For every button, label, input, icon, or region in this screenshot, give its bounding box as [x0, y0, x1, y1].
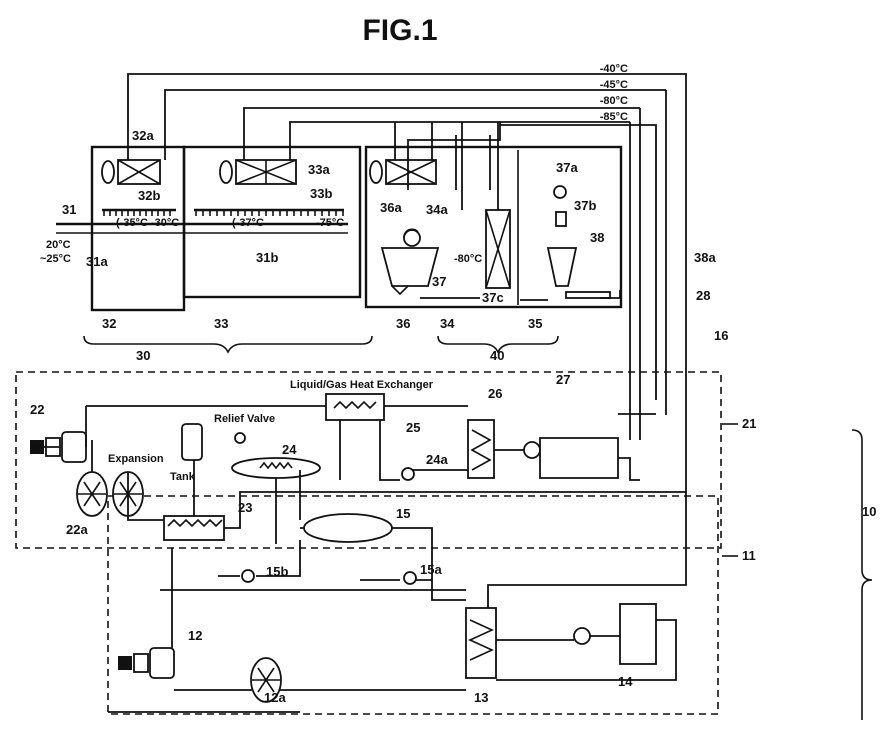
ref-31: 31 [62, 202, 76, 217]
ref-30: 30 [136, 348, 150, 363]
ref-32a: 32a [132, 128, 154, 143]
temp-zone-3: -75°C [316, 217, 344, 229]
ref-37b: 37b [574, 198, 596, 213]
ref-14: 14 [618, 674, 633, 689]
temp-zone-2: (-37°C [232, 217, 264, 229]
ref-34a: 34a [426, 202, 448, 217]
ref-37a: 37a [556, 160, 578, 175]
temp-inlet-b: ~25°C [40, 253, 71, 265]
ref-25: 25 [406, 420, 420, 435]
temp-inlet-a: 20°C [46, 239, 71, 251]
ref-15a: 15a [420, 562, 442, 577]
ref-15: 15 [396, 506, 410, 521]
ref-22: 22 [30, 402, 44, 417]
spray-nozzles-32b [102, 210, 176, 216]
column-37c [486, 210, 510, 288]
ref-32: 32 [102, 316, 116, 331]
ref-12: 12 [188, 628, 202, 643]
fan-cooler-33a [220, 160, 296, 184]
ref-10: 10 [862, 504, 876, 519]
ref-33: 33 [214, 316, 228, 331]
ref-28: 28 [696, 288, 710, 303]
brace-30 [84, 336, 372, 352]
ref-11: 11 [742, 548, 756, 563]
ref-23: 23 [238, 500, 252, 515]
ref-37: 37 [432, 274, 446, 289]
ref-13: 13 [474, 690, 488, 705]
ref-27: 27 [556, 372, 570, 387]
temp-zone-1: (-35°C -30°C [116, 217, 179, 229]
temp-minus40: -40°C [600, 63, 628, 75]
ref-31b: 31b [256, 250, 278, 265]
temp-minus45: -45°C [600, 79, 628, 91]
ref-31a: 31a [86, 254, 108, 269]
temp-minus85: -85°C [600, 111, 628, 123]
relief-valve-label: Relief Valve [214, 413, 275, 425]
expansion-tank-label-2: Tank [170, 471, 196, 483]
hx-caption: Liquid/Gas Heat Exchanger [290, 379, 434, 391]
ref-38: 38 [590, 230, 604, 245]
ref-34: 34 [440, 316, 455, 331]
ref-36a: 36a [380, 200, 402, 215]
ref-22a: 22a [66, 522, 88, 537]
ref-38a: 38a [694, 250, 716, 265]
ref-12a: 12a [264, 690, 286, 705]
expansion-tank-label-1: Expansion [108, 453, 164, 465]
ref-26: 26 [488, 386, 502, 401]
ref-37c: 37c [482, 290, 504, 305]
ref-24a: 24a [426, 452, 448, 467]
ref-33a: 33a [308, 162, 330, 177]
ref-16: 16 [714, 328, 728, 343]
fan-cooler-34a [370, 160, 436, 184]
brace-10 [852, 430, 872, 720]
ref-36: 36 [396, 316, 410, 331]
ref-33b: 33b [310, 186, 332, 201]
ref-24: 24 [282, 442, 297, 457]
ref-35: 35 [528, 316, 542, 331]
fan-cooler-32a [102, 160, 160, 184]
ref-15b: 15b [266, 564, 288, 579]
figure-title: FIG.1 [362, 14, 437, 47]
temp-zone-4: -80°C [454, 253, 482, 265]
freezing-vessel-36 [382, 229, 438, 294]
ref-21: 21 [742, 416, 756, 431]
temp-minus80: -80°C [600, 95, 628, 107]
spray-nozzles-33b [194, 210, 344, 216]
ref-32b: 32b [138, 188, 160, 203]
